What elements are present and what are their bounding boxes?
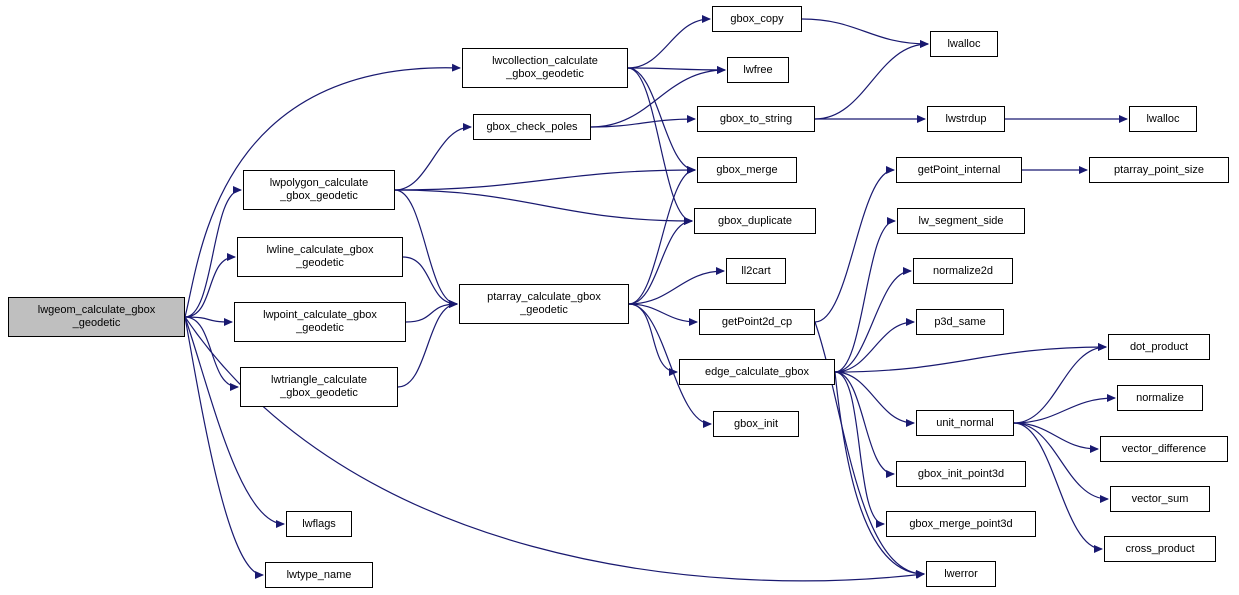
node-vector_difference[interactable]: vector_difference [1100,436,1228,462]
node-unit_normal[interactable]: unit_normal [916,410,1014,436]
edge-gbox_copy--lwalloc_top [801,18,929,48]
node-lwstrdup[interactable]: lwstrdup [927,106,1005,132]
node-lwcollection_calculate_gbox_geodetic[interactable]: lwcollection_calculate _gbox_geodetic [462,48,628,88]
node-lwgeom_calculate_gbox_geodetic[interactable]: lwgeom_calculate_gbox _geodetic [8,297,185,337]
edge-lwgeom_calculate_gbox_geodetic--lwpolygon_calculate_gbox_geodetic [184,186,242,318]
node-gbox_check_poles[interactable]: gbox_check_poles [473,114,591,140]
node-lwline_calculate_gbox_geodetic[interactable]: lwline_calculate_gbox _geodetic [237,237,403,277]
node-edge_calculate_gbox[interactable]: edge_calculate_gbox [679,359,835,385]
node-gbox_copy[interactable]: gbox_copy [712,6,802,32]
node-lwflags[interactable]: lwflags [286,511,352,537]
edges-group [184,15,1128,582]
node-lwalloc_right[interactable]: lwalloc [1129,106,1197,132]
edge-unit_normal--vector_difference [1013,422,1099,453]
edge-edge_calculate_gbox--gbox_merge_point3d [834,371,885,528]
node-vector_sum[interactable]: vector_sum [1110,486,1210,512]
node-lwpolygon_calculate_gbox_geodetic[interactable]: lwpolygon_calculate _gbox_geodetic [243,170,395,210]
edge-lwgeom_calculate_gbox_geodetic--lwtype_name [184,316,264,579]
node-lwtriangle_calculate_gbox_geodetic[interactable]: lwtriangle_calculate _gbox_geodetic [240,367,398,407]
edge-unit_normal--cross_product [1013,422,1103,553]
node-gbox_merge_point3d[interactable]: gbox_merge_point3d [886,511,1036,537]
node-cross_product[interactable]: cross_product [1104,536,1216,562]
edge-lwcollection_calculate_gbox_geodetic--lwfree [627,65,726,74]
edge-lwpolygon_calculate_gbox_geodetic--ptarray_calculate_gbox_geodetic [394,189,458,308]
node-getPoint_internal[interactable]: getPoint_internal [896,157,1022,183]
edge-gbox_to_string--lwalloc_top [814,40,929,120]
edge-lwpolygon_calculate_gbox_geodetic--gbox_merge [394,166,696,191]
node-lwtype_name[interactable]: lwtype_name [265,562,373,588]
edge-lwgeom_calculate_gbox_geodetic--lwerror [184,316,925,582]
node-dot_product[interactable]: dot_product [1108,334,1210,360]
node-gbox_duplicate[interactable]: gbox_duplicate [694,208,816,234]
node-gbox_init_point3d[interactable]: gbox_init_point3d [896,461,1026,487]
edge-unit_normal--vector_sum [1013,422,1109,503]
edge-edge_calculate_gbox--lwerror [834,371,925,578]
node-lwfree[interactable]: lwfree [727,57,789,83]
edge-ptarray_calculate_gbox_geodetic--gbox_merge [628,166,696,305]
edge-lwtriangle_calculate_gbox_geodetic--ptarray_calculate_gbox_geodetic [397,300,458,388]
edge-gbox_check_poles--gbox_to_string [590,115,696,128]
node-lwpoint_calculate_gbox_geodetic[interactable]: lwpoint_calculate_gbox _geodetic [234,302,406,342]
node-gbox_init[interactable]: gbox_init [713,411,799,437]
node-normalize[interactable]: normalize [1117,385,1203,411]
node-lw_segment_side[interactable]: lw_segment_side [897,208,1025,234]
node-getPoint2d_cp[interactable]: getPoint2d_cp [699,309,815,335]
edge-lwpolygon_calculate_gbox_geodetic--gbox_duplicate [394,189,693,225]
node-lwerror[interactable]: lwerror [926,561,996,587]
node-lwalloc_top[interactable]: lwalloc [930,31,998,57]
edge-unit_normal--normalize [1013,394,1116,424]
edge-getPoint2d_cp--getPoint_internal [814,166,895,323]
node-gbox_to_string[interactable]: gbox_to_string [697,106,815,132]
node-gbox_merge[interactable]: gbox_merge [697,157,797,183]
edge-lwcollection_calculate_gbox_geodetic--gbox_merge [627,67,696,174]
edge-ptarray_calculate_gbox_geodetic--gbox_duplicate [628,217,693,305]
edge-gbox_check_poles--lwfree [590,66,726,128]
edge-edge_calculate_gbox--gbox_init_point3d [834,371,895,478]
edge-ptarray_calculate_gbox_geodetic--ll2cart [628,267,725,305]
edge-lwgeom_calculate_gbox_geodetic--lwpoint_calculate_gbox_geodetic [184,316,233,326]
edge-lwcollection_calculate_gbox_geodetic--gbox_copy [627,15,711,69]
node-ptarray_point_size[interactable]: ptarray_point_size [1089,157,1229,183]
edge-unit_normal--dot_product [1013,343,1107,424]
edge-ptarray_calculate_gbox_geodetic--getPoint2d_cp [628,303,698,326]
edge-lwgeom_calculate_gbox_geodetic--lwcollection_calculate_gbox_geodetic [184,63,461,318]
edge-lwgeom_calculate_gbox_geodetic--lwline_calculate_gbox_geodetic [184,253,236,318]
edge-lwline_calculate_gbox_geodetic--ptarray_calculate_gbox_geodetic [402,256,458,308]
edge-edge_calculate_gbox--lw_segment_side [834,217,896,373]
node-ptarray_calculate_gbox_geodetic[interactable]: ptarray_calculate_gbox _geodetic [459,284,629,324]
node-p3d_same[interactable]: p3d_same [916,309,1004,335]
edge-edge_calculate_gbox--unit_normal [834,371,915,427]
edge-lwgeom_calculate_gbox_geodetic--lwflags [184,316,285,528]
edge-lwcollection_calculate_gbox_geodetic--gbox_duplicate [627,67,693,225]
edge-edge_calculate_gbox--p3d_same [834,318,915,373]
edge-lwpolygon_calculate_gbox_geodetic--gbox_check_poles [394,123,472,191]
edge-edge_calculate_gbox--dot_product [834,343,1107,373]
edge-edge_calculate_gbox--normalize2d [834,267,912,373]
edge-ptarray_calculate_gbox_geodetic--gbox_init [628,303,712,428]
node-ll2cart[interactable]: ll2cart [726,258,786,284]
node-normalize2d[interactable]: normalize2d [913,258,1013,284]
